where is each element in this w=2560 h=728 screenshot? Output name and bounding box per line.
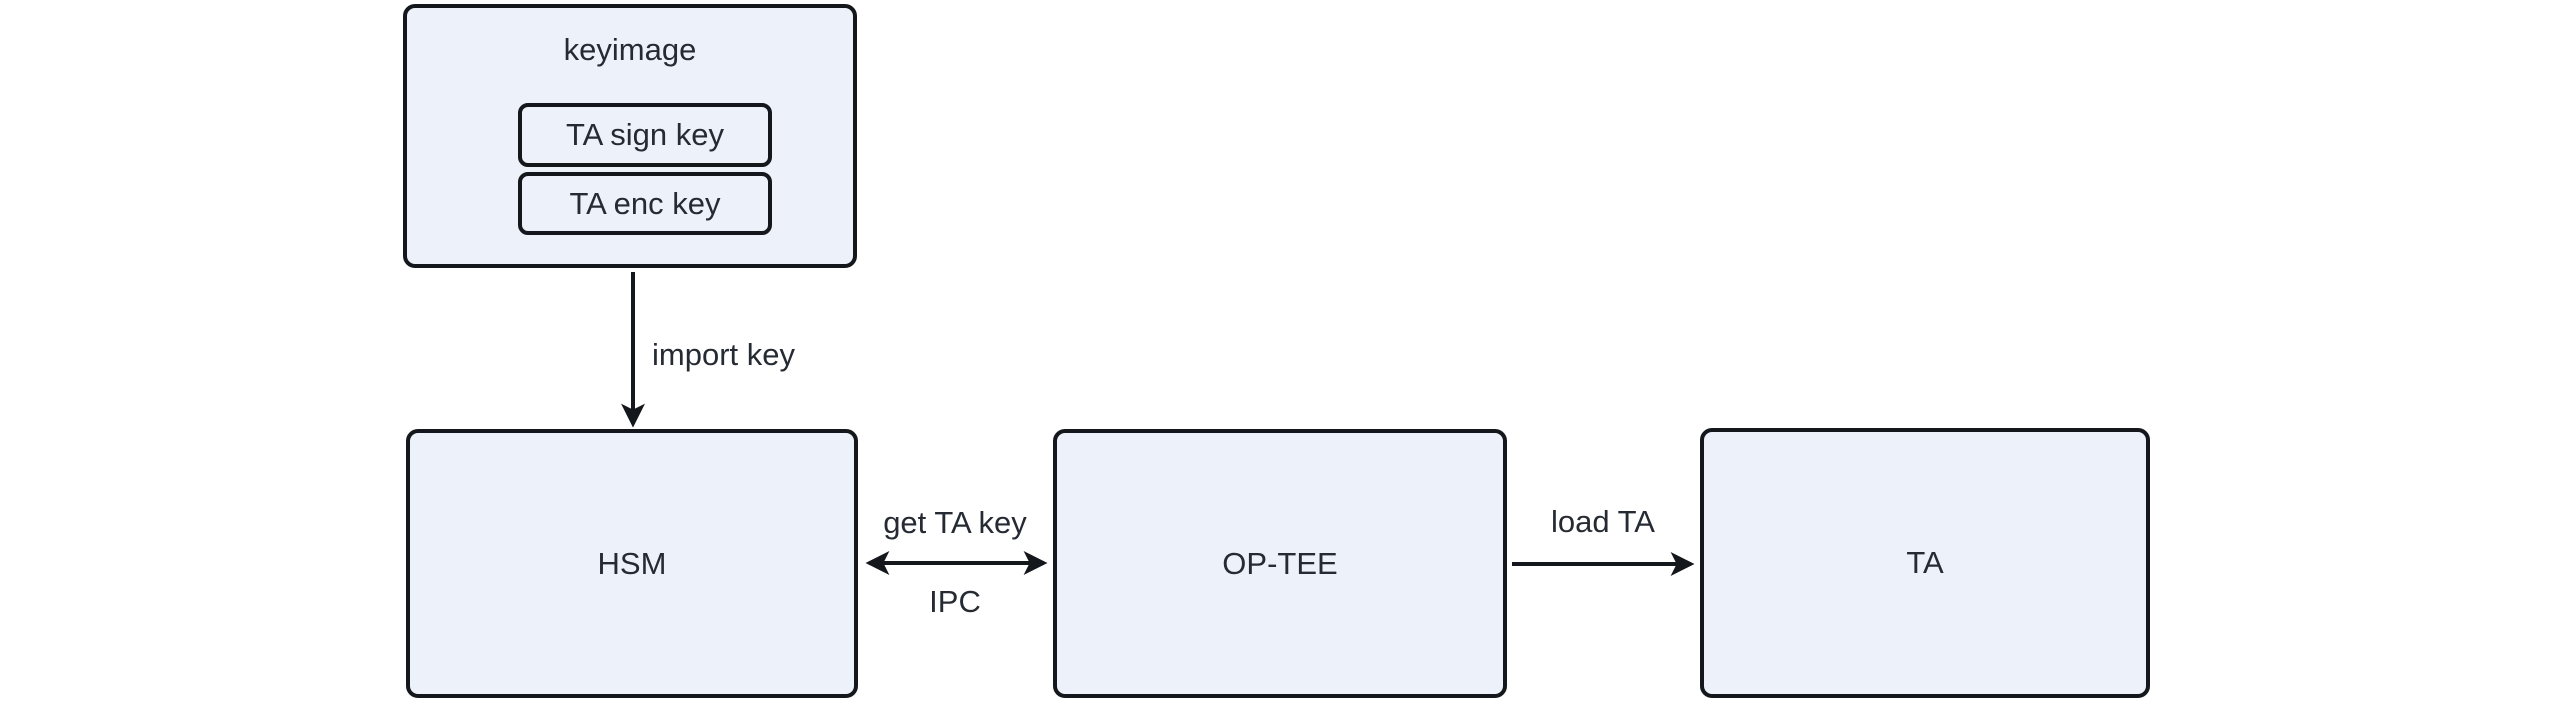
node-ta-label: TA [1906,545,1944,580]
node-ta-enc-key: TA enc key [518,172,772,235]
node-hsm-label: HSM [597,545,667,581]
node-op-tee-label: OP-TEE [1222,545,1338,581]
keyimage-group: keyimage TA sign key TA enc key [403,4,857,268]
node-hsm: HSM [406,429,858,698]
node-ta: TA [1700,428,2150,698]
edge-label-ipc: IPC [929,584,981,619]
node-ta-sign-key-label: TA sign key [566,117,724,152]
node-op-tee: OP-TEE [1053,429,1507,698]
edge-label-import-key: import key [652,337,795,372]
keyimage-group-label: keyimage [563,32,697,67]
node-ta-enc-key-label: TA enc key [569,185,721,221]
edge-label-get-ta-key: get TA key [883,505,1027,540]
edge-label-load-ta: load TA [1551,504,1655,539]
node-ta-sign-key: TA sign key [518,103,772,167]
